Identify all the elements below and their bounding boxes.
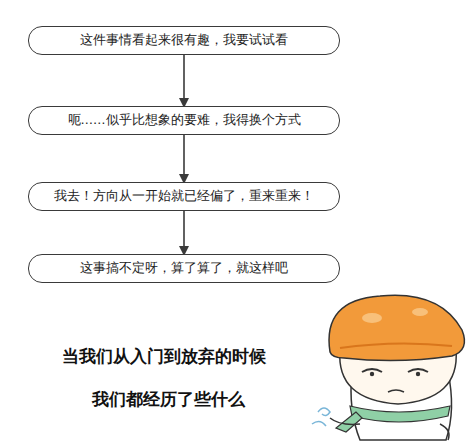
process-box: 这件事情看起来很有趣，我要试试看 <box>28 26 340 55</box>
flow-arrow <box>183 55 185 106</box>
process-box: 我去！方向从一开始就已经偏了，重来重来！ <box>28 182 340 211</box>
step-text: 呃……似乎比想象的要难，我得换个方式 <box>68 112 301 128</box>
step-text: 这事搞不定呀，算了算了，就这样吧 <box>80 260 288 276</box>
process-box: 呃……似乎比想象的要难，我得换个方式 <box>28 106 340 135</box>
step-text: 这件事情看起来很有趣，我要试试看 <box>80 32 288 48</box>
caption-line: 我们都经历了些什么 <box>92 388 245 411</box>
flow-arrow <box>183 211 185 254</box>
flow-arrow <box>183 135 185 182</box>
step-text: 我去！方向从一开始就已经偏了，重来重来！ <box>54 188 314 204</box>
process-box: 这事搞不定呀，算了算了，就这样吧 <box>28 254 340 283</box>
caption-line: 当我们从入门到放弃的时候 <box>62 345 266 368</box>
